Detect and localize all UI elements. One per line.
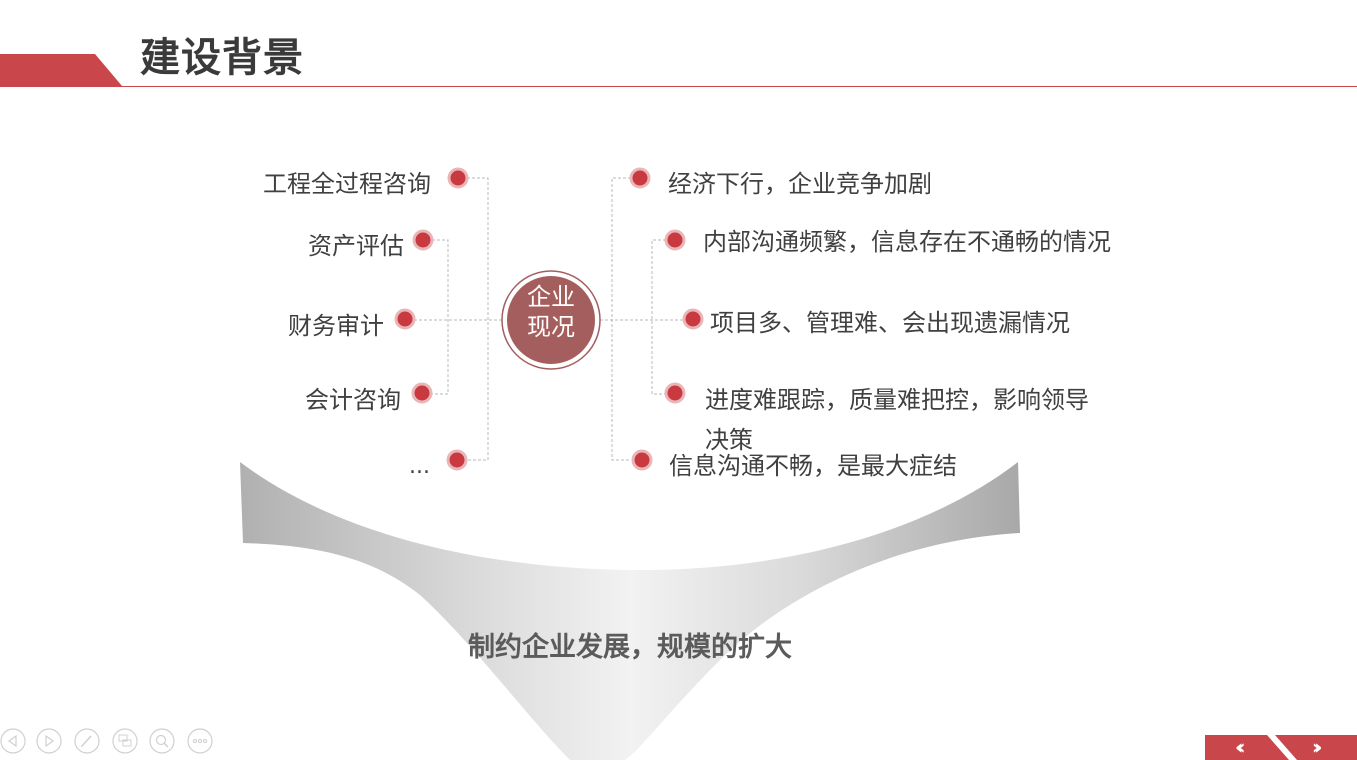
right-item-5: 信息沟通不畅，是最大症结 (669, 452, 957, 480)
left-item-1: 工程全过程咨询 (263, 170, 431, 198)
pen-icon[interactable] (74, 728, 100, 754)
bullet-dot (447, 167, 469, 189)
bullet-dot (412, 229, 434, 251)
right-item-3: 项目多、管理难、会出现遗漏情况 (710, 309, 1070, 337)
bullet-dot (682, 308, 704, 330)
right-item-1: 经济下行，企业竞争加剧 (668, 170, 932, 198)
zoom-icon[interactable] (149, 728, 175, 754)
center-label-line1: 企业 (527, 283, 575, 311)
bullet-dot (446, 449, 468, 471)
page-nav (1205, 735, 1357, 760)
header-bar (0, 54, 1357, 87)
center-circle (507, 276, 595, 364)
center-label-line2: 现况 (527, 313, 575, 341)
left-item-5: ... (409, 454, 430, 479)
next-page-icon[interactable] (36, 728, 62, 754)
nav-next-button[interactable]: ›› (1290, 735, 1357, 760)
header-accent-shape (0, 54, 122, 86)
bullet-dot (629, 167, 651, 189)
prev-page-icon[interactable] (0, 728, 26, 754)
left-item-3: 财务审计 (288, 312, 384, 340)
nav-next-label: ›› (1312, 735, 1323, 759)
bullet-dot (664, 382, 686, 404)
nav-prev-button[interactable]: ‹‹ (1205, 735, 1275, 760)
bullet-dot (411, 382, 433, 404)
right-item-2: 内部沟通频繁，信息存在不通畅的情况 (703, 228, 1111, 256)
slide-title: 建设背景 (140, 35, 304, 81)
right-item-4: 进度难跟踪，质量难把控，影响领导决策 (705, 386, 1089, 454)
left-item-2: 资产评估 (308, 232, 404, 260)
bullet-dot (631, 449, 653, 471)
more-icon[interactable] (187, 728, 213, 754)
center-label: 企业 现况 (502, 282, 600, 342)
bullet-dot (394, 308, 416, 330)
slides-icon[interactable] (112, 728, 138, 754)
bullet-dot (664, 229, 686, 251)
bottom-caption: 制约企业发展，规模的扩大 (468, 632, 792, 663)
left-item-4: 会计咨询 (305, 386, 401, 414)
nav-prev-label: ‹‹ (1235, 735, 1246, 759)
